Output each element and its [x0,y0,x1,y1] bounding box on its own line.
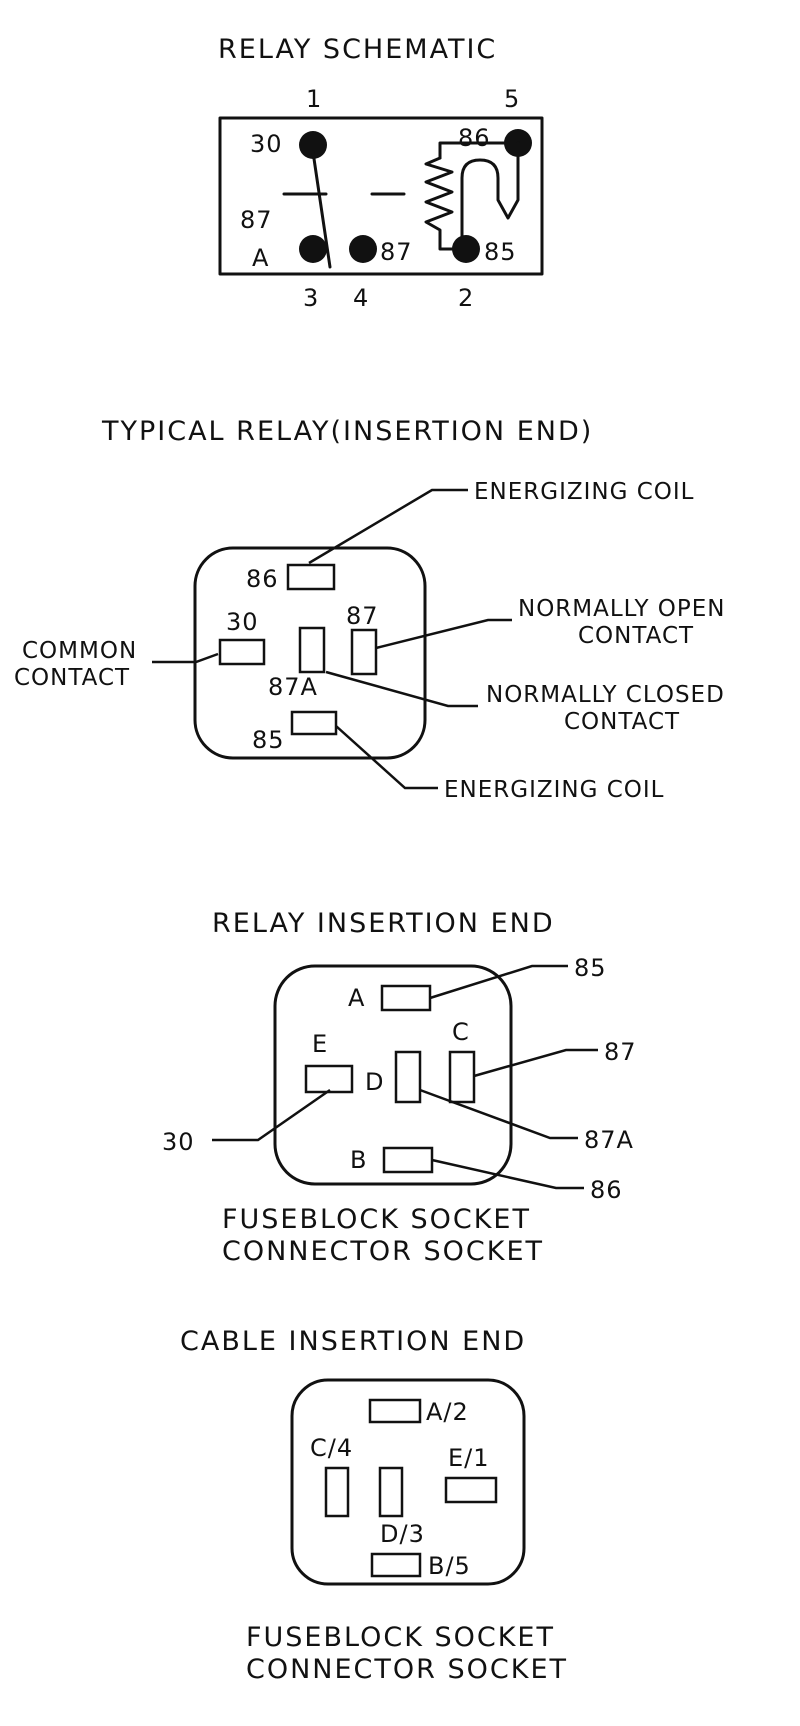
cable-footer-2: CONNECTOR SOCKET [246,1654,568,1685]
cable-insertion-end: CABLE INSERTION END A/2 C/4 D/3 E/1 B/5 … [180,1326,568,1685]
schematic-dot-87 [349,235,377,263]
typical-pin-87a [298,626,326,674]
cable-label-b5: B/5 [428,1552,471,1580]
insertion-callout-86: 86 [590,1176,623,1204]
insertion-callout-85: 85 [574,954,607,982]
leader-86 [431,1158,584,1190]
schematic-pin-5: 5 [504,85,520,113]
typical-terminal-87a: 87A [268,673,318,701]
insertion-letter-e: E [312,1030,328,1058]
schematic-coil-loop [460,141,520,251]
cable-label-d3: D/3 [380,1520,425,1548]
callout-coil-bottom: ENERGIZING COIL [444,777,665,803]
insertion-pin-d [394,1050,422,1104]
leader-87a [419,1088,578,1140]
leader-87 [473,1048,598,1078]
insertion-pin-e [304,1064,354,1094]
insertion-pin-b [382,1146,434,1174]
typical-terminal-87: 87 [346,602,379,630]
cable-label-a2: A/2 [426,1398,469,1426]
typical-terminal-86: 86 [246,565,279,593]
insertion-footer-1: FUSEBLOCK SOCKET [222,1204,531,1235]
callout-common-2: CONTACT [14,665,130,691]
schematic-pin-1: 1 [306,85,322,113]
leader-normally-open [375,618,512,650]
cable-pin-a2 [368,1398,422,1424]
callout-normally-closed-2: CONTACT [564,709,680,735]
cable-label-e1: E/1 [448,1444,490,1472]
callout-normally-open-1: NORMALLY OPEN [518,596,726,622]
cable-pin-b5 [370,1552,422,1578]
insertion-housing [273,964,513,1186]
leader-common [152,652,219,664]
schematic-dot-85 [452,235,480,263]
insertion-pin-c [448,1050,476,1104]
schematic-terminal-87: 87 [380,238,413,266]
insertion-callout-30: 30 [162,1128,195,1156]
callout-normally-closed-1: NORMALLY CLOSED [486,682,725,708]
schematic-coil-resistor [424,156,468,251]
typical-terminal-30: 30 [226,608,259,636]
typical-pin-87 [350,628,378,676]
insertion-letter-c: C [452,1018,470,1046]
relay-insertion-end: RELAY INSERTION END A C E D B 85 87 87A … [162,908,637,1267]
schematic-terminal-86: 86 [458,124,491,152]
callout-common-1: COMMON [22,638,137,664]
cable-title: CABLE INSERTION END [180,1326,526,1357]
schematic-terminal-87a-bottom: A [252,244,269,272]
insertion-pin-a [380,984,432,1012]
schematic-coil-wire-top [438,141,520,160]
schematic-terminal-87a-top: 87 [240,206,273,234]
typical-housing [193,546,427,760]
schematic-pin-3: 3 [303,284,319,312]
insertion-callout-87a: 87A [584,1126,634,1154]
schematic-title: RELAY SCHEMATIC [218,34,497,65]
schematic-pin-4: 4 [353,284,369,312]
cable-pin-c4 [324,1466,350,1518]
leader-85 [429,964,568,1000]
schematic-terminal-85: 85 [484,238,517,266]
insertion-letter-b: B [350,1146,367,1174]
schematic-dot-87a [299,235,327,263]
leader-coil-bottom [335,725,438,790]
insertion-callout-87: 87 [604,1038,637,1066]
cable-pin-e1 [444,1476,498,1504]
leader-normally-closed [325,670,478,708]
typical-relay: TYPICAL RELAY(INSERTION END) 86 30 87A 8… [14,416,726,803]
typical-pin-85 [290,710,338,736]
insertion-title: RELAY INSERTION END [212,908,555,939]
cable-label-c4: C/4 [310,1434,353,1462]
leader-30 [212,1088,331,1142]
leader-coil-top [308,488,468,565]
insertion-letter-a: A [348,984,365,1012]
typical-pin-86 [286,563,336,591]
typical-title: TYPICAL RELAY(INSERTION END) [101,416,593,447]
cable-pin-d3 [378,1466,404,1518]
insertion-letter-d: D [365,1068,384,1096]
cable-footer-1: FUSEBLOCK SOCKET [246,1622,555,1653]
relay-schematic: RELAY SCHEMATIC 1 5 30 87 A 87 86 85 3 4… [218,34,544,312]
callout-coil-top: ENERGIZING COIL [474,479,695,505]
schematic-dot-30 [299,131,327,159]
schematic-terminal-30: 30 [250,130,283,158]
insertion-footer-2: CONNECTOR SOCKET [222,1236,544,1267]
schematic-switch-arm [311,150,332,269]
schematic-frame [218,116,544,276]
typical-pin-30 [218,638,266,666]
cable-housing [290,1378,526,1586]
schematic-pin-2: 2 [458,284,474,312]
callout-normally-open-2: CONTACT [578,623,694,649]
typical-terminal-85: 85 [252,726,285,754]
